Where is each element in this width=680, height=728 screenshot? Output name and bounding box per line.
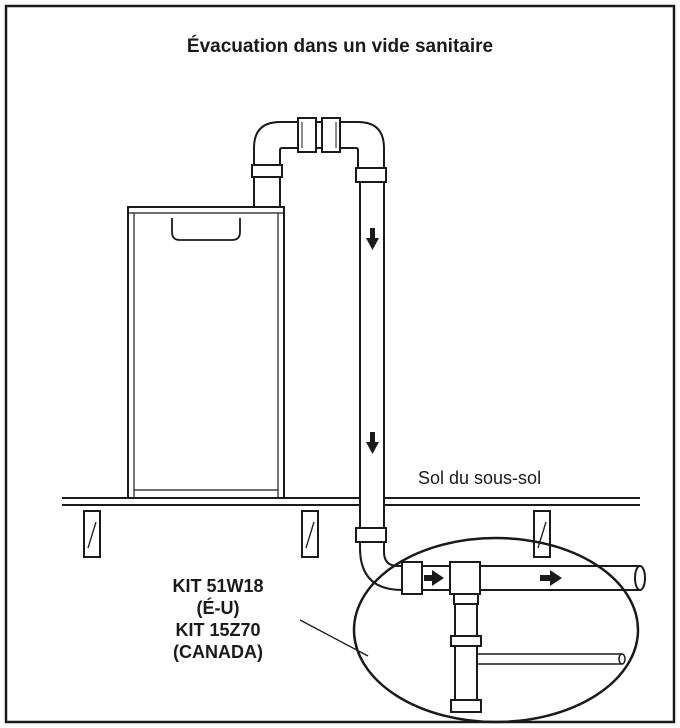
drain-pipe-lower [359,542,646,713]
kit-leader-line [299,619,369,657]
drain-pipe-upper [251,117,387,543]
flow-arrow-down-2 [366,432,379,454]
diagram-border [4,4,676,724]
diagram-title: Évacuation dans un vide sanitaire [187,35,493,57]
basement-floor [62,497,640,506]
kit-label: KIT 51W18 (É-U) KIT 15Z70 (CANADA) [172,576,263,662]
basement-floor-label: Sol du sous-sol [418,468,541,488]
kit-label-line-3: KIT 15Z70 [175,620,260,640]
flow-arrow-right-2 [540,570,562,586]
floor-joist-2 [301,510,319,558]
flow-arrow-right-1 [424,570,444,586]
floor-joist-1 [83,510,101,558]
kit-label-line-4: (CANADA) [173,642,263,662]
kit-label-line-2: (É-U) [197,597,240,618]
floor-joist-3 [533,510,551,558]
kit-highlight-circle [352,536,640,724]
kit-label-line-1: KIT 51W18 [172,576,263,596]
flow-arrow-down-1 [366,228,379,250]
appliance-cabinet [127,206,285,499]
